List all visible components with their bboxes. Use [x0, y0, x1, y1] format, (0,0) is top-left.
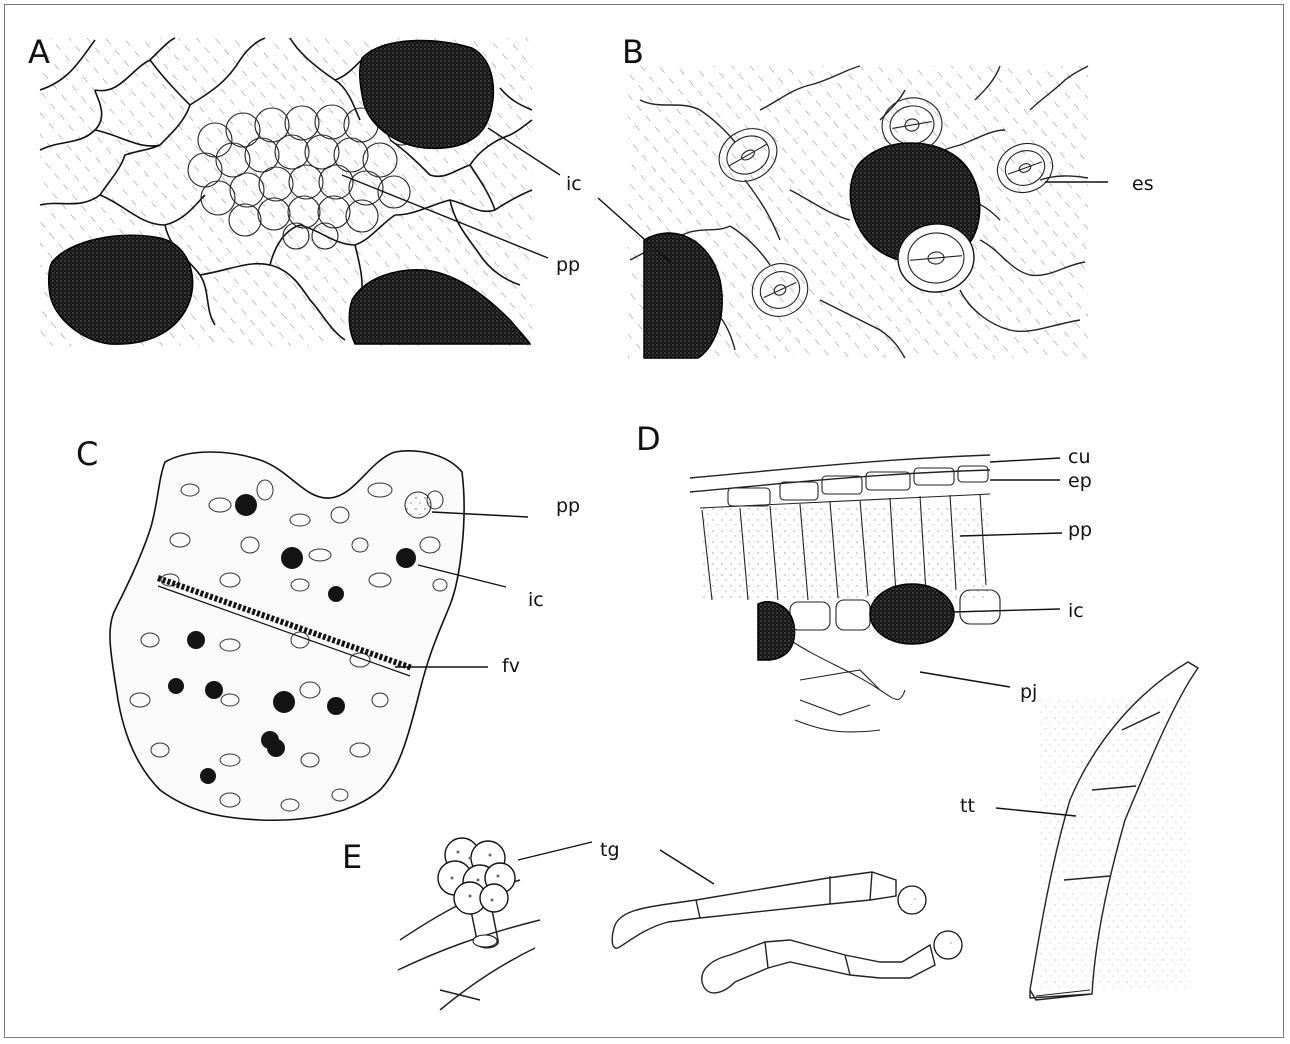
panel-c-label-ic: ic — [528, 589, 544, 611]
panel-e-letter: E — [342, 838, 362, 876]
panel-c-letter: C — [76, 435, 98, 473]
panel-c-label-pp: pp — [556, 495, 580, 517]
panel-d-cuticle — [690, 455, 990, 492]
panel-d-label-pj: pj — [1020, 681, 1037, 703]
panel-d-label-pp: pp — [1068, 519, 1092, 541]
panel-c-palisade-cluster — [405, 492, 431, 518]
panel-e-tg-leader-right — [660, 850, 714, 884]
panel-d-cu-leader — [990, 458, 1060, 462]
panel-e-tg-leader-left — [518, 842, 592, 860]
panel-d-pj-leader — [920, 672, 1010, 687]
panel-e-glandular-trichome-long — [612, 872, 926, 948]
panel-d-label-cu: cu — [1068, 446, 1091, 468]
panel-b-letter: B — [622, 33, 644, 71]
panel-d-label-ep: ep — [1068, 470, 1092, 492]
panel-b-label-es: es — [1132, 173, 1154, 195]
panel-e-tector-trichome — [1030, 662, 1198, 1000]
panel-d-ic-leader — [952, 609, 1060, 612]
panel-d — [690, 455, 1000, 732]
panel-b — [628, 66, 1088, 358]
panel-d-idioblast-left — [758, 602, 795, 660]
panel-a — [40, 38, 532, 346]
panel-c — [110, 451, 464, 820]
panel-e-glandular-trichome-short — [702, 931, 962, 993]
panel-a-label-ic: ic — [566, 173, 582, 195]
panel-e-label-tt: tt — [960, 795, 975, 817]
panel-d-label-ic: ic — [1068, 600, 1084, 622]
panel-e — [398, 662, 1198, 1010]
panel-d-palisade-layer — [700, 494, 990, 600]
panel-a-letter: A — [28, 33, 50, 71]
panel-e-glandular-trichome-capitate — [398, 838, 540, 1010]
panel-c-label-fv: fv — [502, 655, 520, 677]
panel-d-idioblast-right — [870, 584, 954, 644]
panel-d-letter: D — [636, 420, 661, 458]
panel-e-label-tg: tg — [600, 839, 620, 861]
panel-a-label-pp: pp — [556, 254, 580, 276]
